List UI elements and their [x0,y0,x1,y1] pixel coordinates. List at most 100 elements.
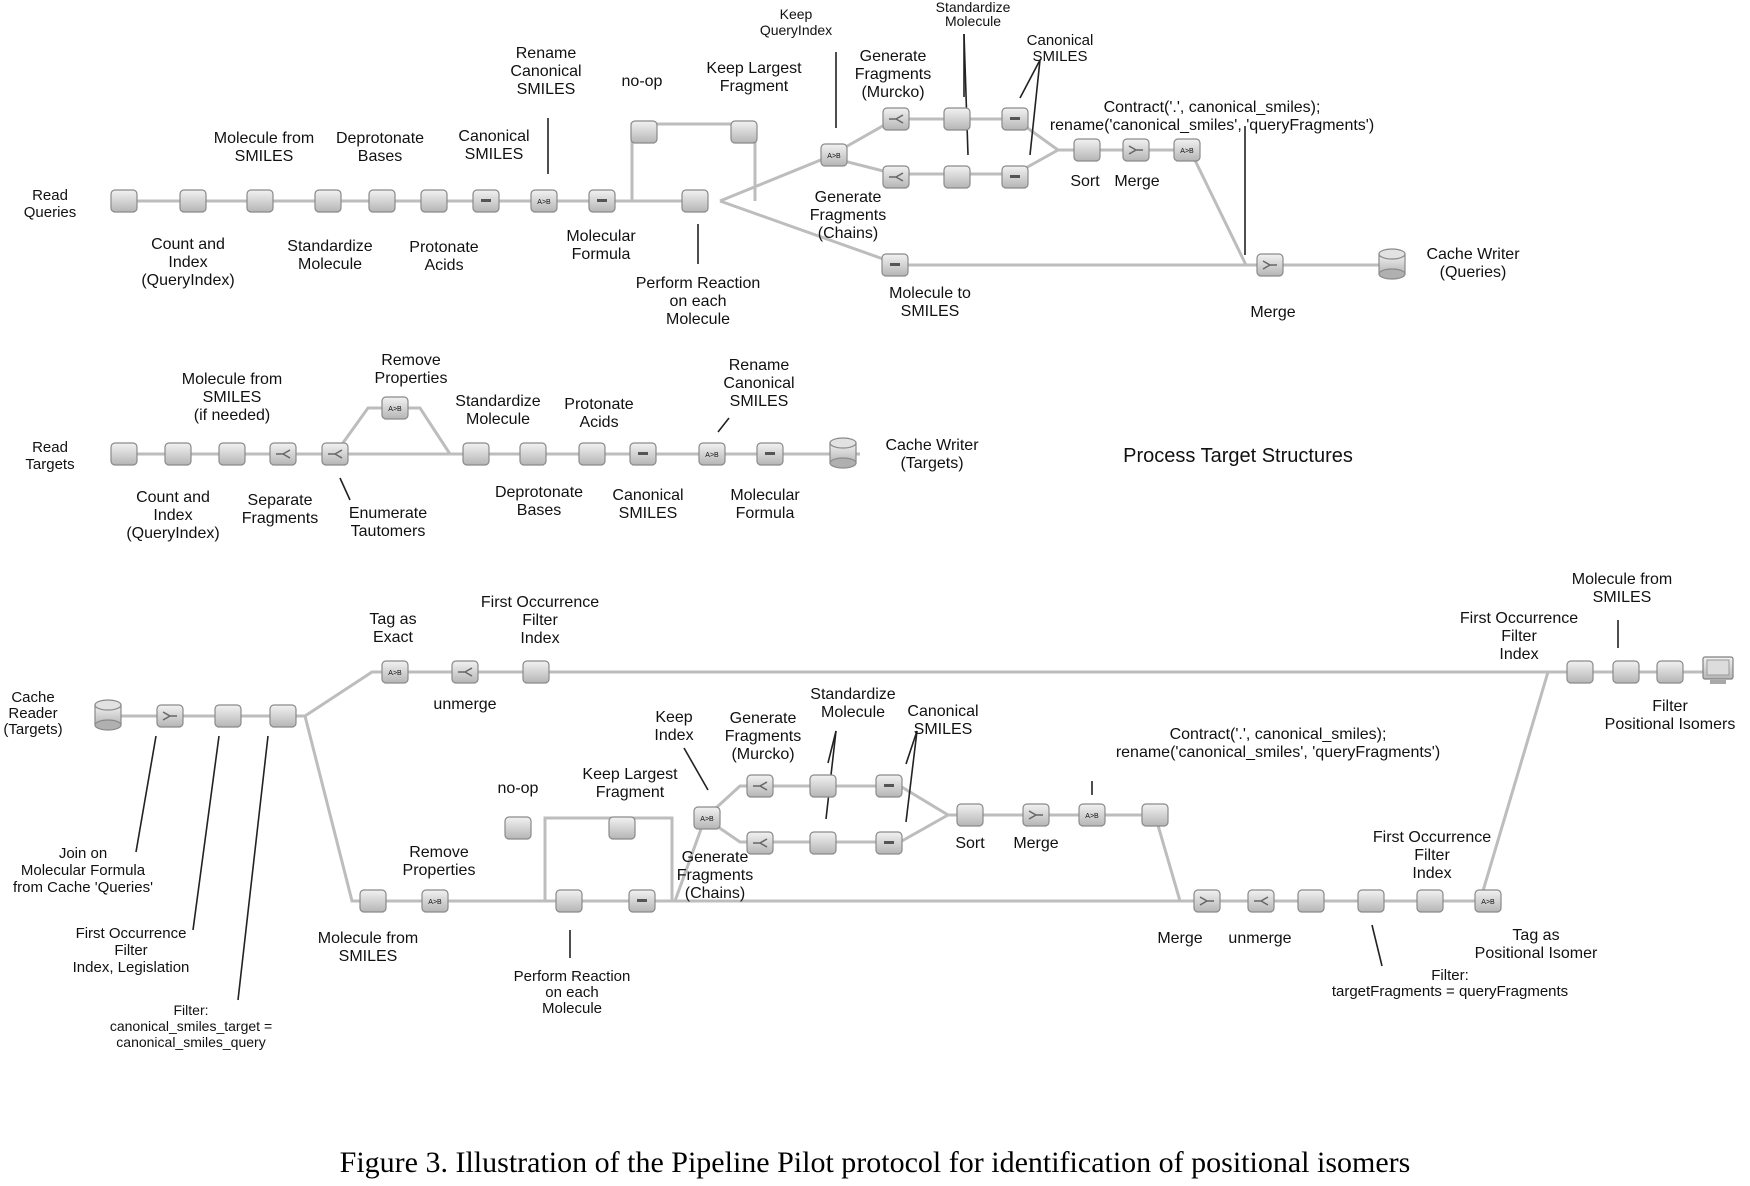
label-line: Molecule [666,311,730,328]
label-line: Rename [729,357,790,374]
connector-line [1180,671,1550,903]
pipeline-component-icon [179,189,207,213]
label-line: Tag as [1512,927,1559,944]
label-line: Index [153,507,192,524]
filter-component-icon [881,253,909,277]
pipeline-component-icon [1357,889,1385,913]
label-line: Canonical [458,128,529,145]
label-line: Cache Writer [885,437,979,454]
label-pointer-line [963,33,969,156]
transform-glyph: A>B [1085,813,1099,820]
label-line: Filter [1414,847,1450,864]
label-line: Standardize [287,238,372,255]
label-line: no-op [498,780,539,797]
label-merge-q2: Merge [1250,304,1295,321]
label-line: Protonate [409,239,478,256]
label-line: Index [654,727,693,744]
label-line: Cache Writer [1426,246,1520,263]
label-line: Keep [655,709,692,726]
label-line: unmerge [1228,930,1291,947]
connector-line [630,122,757,201]
pipeline-component-icon [1656,660,1684,684]
label-line: Index [520,630,559,647]
transform-glyph: A>B [827,153,841,160]
pipeline-component-icon [1073,138,1101,162]
label-line: (Chains) [685,885,745,902]
label-line: Generate [730,710,797,727]
label-line: First Occurrence [481,594,599,611]
label-line: Separate [248,492,313,509]
label-line: Molecule [298,256,362,273]
label-line: SMILES [1032,48,1087,65]
label-line: Molecular [566,228,636,245]
label-line: Read [32,187,68,204]
cache-database-icon [1378,248,1406,280]
label-merge-b1: Merge [1013,835,1058,852]
label-line: SMILES [914,721,973,738]
filter-component-icon [588,189,616,213]
label-merge-q1: Merge [1114,173,1159,190]
label-pointer-line [339,477,351,501]
label-line: no-op [622,73,663,90]
pipeline-component-icon [462,442,490,466]
label-pointer-line [905,730,918,823]
pipeline-component-icon [943,165,971,189]
pipeline-component-icon [809,774,837,798]
label-sort-q: Sort [1070,173,1100,190]
label-line: Molecule [945,13,1001,29]
label-line: Canonical [723,375,794,392]
pipeline-component-icon [110,189,138,213]
label-pointer-line [683,747,709,791]
label-line: Filter [1501,628,1537,645]
label-line: (Murcko) [731,746,794,763]
label-line: Molecular [730,487,800,504]
pipeline-component-icon [1566,660,1594,684]
label-unmerge-1: unmerge [433,696,496,713]
pipeline-component-icon [368,189,396,213]
pipeline-connectors [100,117,1728,903]
label-pointer-line [1029,59,1041,156]
label-line: Count and [151,236,225,253]
label-line: Remove [381,352,441,369]
label-line: Standardize [455,393,540,410]
label-line: Sort [1070,173,1100,190]
label-line: Fragment [596,784,665,801]
merge-component-icon [1122,138,1150,162]
label-noop-q: no-op [622,73,663,90]
transform-glyph: A>B [537,199,551,206]
label-line: Generate [682,849,749,866]
label-line: Positional Isomer [1475,945,1598,962]
pipeline-component-icon [956,803,984,827]
label-contract-q: Contract('.', canonical_smiles);rename('… [1050,99,1374,134]
label-line: Bases [517,502,561,519]
connector-line [719,155,829,203]
transform-glyph: A>B [705,452,719,459]
section-title: Process Target Structures [1123,445,1353,467]
label-line: Join on [59,845,107,862]
label-line: Molecular Formula [21,862,146,879]
label-line: Merge [1114,173,1159,190]
fragment-generator-icon [746,774,774,798]
label-line: Molecule from [318,930,418,947]
filter-component-icon [875,831,903,855]
label-line: Fragments [677,867,753,884]
transform-glyph: A>B [388,670,402,677]
label-line: Merge [1250,304,1295,321]
transform-component-icon: A>B [381,660,409,684]
fragment-generator-icon [1247,889,1275,913]
pipeline-component-icon [504,816,532,840]
transform-component-icon: A>B [698,442,726,466]
